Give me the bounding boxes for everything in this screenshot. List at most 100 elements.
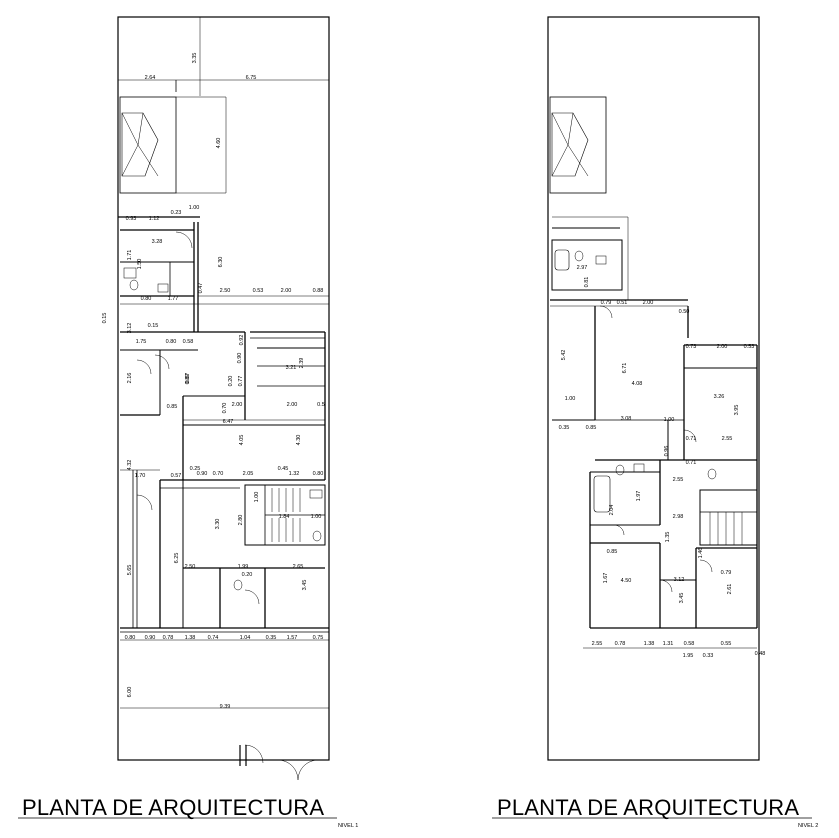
dimension-label: 0.74 <box>208 635 219 641</box>
dimension-label: 6.30 <box>218 257 224 268</box>
dimension-label: 0.35 <box>266 635 277 641</box>
dimension-label: 0.79 <box>721 570 732 576</box>
level-2-plan <box>547 16 760 761</box>
dimension-label: 0.80 <box>125 635 136 641</box>
dimension-label: 1.99 <box>238 564 249 570</box>
dimension-label: 4.32 <box>127 460 133 471</box>
dimension-label: 1.71 <box>127 250 133 261</box>
dimension-label: 2.64 <box>145 75 156 81</box>
level-1-plan <box>117 16 330 781</box>
dimension-label: 2.00 <box>643 300 654 306</box>
dimension-label: 2.50 <box>185 564 196 570</box>
dimension-label: 0.90 <box>197 471 208 477</box>
dimension-label: 2.98 <box>673 514 684 520</box>
dimension-label: 0.80 <box>313 471 324 477</box>
level-2-title: PLANTA DE ARQUITECTURA <box>497 795 799 820</box>
dimension-label: 0.80 <box>141 296 152 302</box>
dimension-label: 2.05 <box>243 471 254 477</box>
dimension-label: 4.05 <box>239 435 245 446</box>
dimension-label: 6.25 <box>174 553 180 564</box>
dimension-label: 2.80 <box>238 515 244 526</box>
dimension-label: 6.75 <box>246 75 257 81</box>
dimension-label: 1.31 <box>663 641 674 647</box>
dimension-label: 1.75 <box>136 339 147 345</box>
dimension-label: 0.20 <box>242 572 253 578</box>
dimension-label: 2.00 <box>287 402 298 408</box>
dimension-label: 0.15 <box>102 313 108 324</box>
dimension-label: 0.50 <box>679 309 690 315</box>
dimension-label: 0.58 <box>183 339 194 345</box>
dimension-label: 2.16 <box>127 373 133 384</box>
level-1-dimension-labels: 3.35 2.64 6.75 4.60 1.00 0.93 1.12 0.23 3.28 1.71… <box>102 53 325 710</box>
dimension-label: 0.58 <box>684 641 695 647</box>
dimension-label: 0.20 <box>228 376 234 387</box>
dimension-label: 2.04 <box>609 505 615 516</box>
dimension-label: 0.87 <box>185 373 191 384</box>
dimension-label: 2.39 <box>299 358 305 369</box>
dimension-label: 4.50 <box>621 578 632 584</box>
dimension-label: 2.65 <box>293 564 304 570</box>
dimension-label: 0.45 <box>278 466 289 472</box>
dimension-label: 1.38 <box>185 635 196 641</box>
dimension-label: 0.47 <box>198 283 204 294</box>
dimension-label: 1.46 <box>698 548 704 559</box>
dimension-label: 0.93 <box>126 216 137 222</box>
dimension-label: 3.28 <box>152 239 163 245</box>
dimension-label: 0.73 <box>686 344 697 350</box>
dimension-label: 1.12 <box>149 216 160 222</box>
dimension-label: 3.26 <box>714 394 725 400</box>
dimension-label: 5.42 <box>561 350 567 361</box>
dimension-label: 0.87 <box>185 374 191 385</box>
dimension-label: 0.75 <box>313 635 324 641</box>
dimension-label: 1.00 <box>311 514 322 520</box>
dimension-label: 0.85 <box>607 549 618 555</box>
dimension-label: 3.21 <box>286 365 297 371</box>
dimension-label: 0.85 <box>586 425 597 431</box>
dimension-label: 0.79 <box>601 300 612 306</box>
dimension-label: 6.47 <box>223 419 234 425</box>
dimension-label: 0.70 <box>222 403 228 414</box>
dimension-label: 0.5 <box>317 402 325 408</box>
dimension-label: 2.97 <box>577 265 588 271</box>
dimension-label: 3.12 <box>674 577 685 583</box>
dimension-label: 0.78 <box>615 641 626 647</box>
dimension-label: 0.90 <box>145 635 156 641</box>
dimension-label: 0.71 <box>686 436 697 442</box>
dimension-label: 0.15 <box>148 323 159 329</box>
dimension-label: 6.00 <box>127 687 133 698</box>
dimension-label: 0.88 <box>313 288 324 294</box>
dimension-label: 0.70 <box>213 471 224 477</box>
dimension-label: 2.00 <box>232 402 243 408</box>
dimension-label: 1.70 <box>135 473 146 479</box>
dimension-label: 2.00 <box>281 288 292 294</box>
dimension-label: 1.84 <box>279 514 290 520</box>
dimension-label: 0.55 <box>721 641 732 647</box>
dimension-label: 0.80 <box>166 339 177 345</box>
dimension-label: 3.08 <box>621 416 632 422</box>
dimension-label: 1.04 <box>240 635 251 641</box>
dimension-label: 1.00 <box>664 417 675 423</box>
dimension-label: 1.38 <box>644 641 655 647</box>
dimension-label: 5.65 <box>127 565 133 576</box>
dimension-label: 1.00 <box>189 205 200 211</box>
dimension-label: 9.39 <box>220 704 231 710</box>
dimension-label: 1.00 <box>254 492 260 503</box>
dimension-label: 0.23 <box>171 210 182 216</box>
dimension-label: 0.53 <box>744 344 755 350</box>
dimension-label: 0.92 <box>239 335 245 346</box>
dimension-label: 0.78 <box>163 635 174 641</box>
dimension-label: 3.35 <box>192 53 198 64</box>
dimension-label: 1.57 <box>287 635 298 641</box>
dimension-label: 1.67 <box>603 573 609 584</box>
dimension-label: 2.55 <box>722 436 733 442</box>
dimension-label: 0.85 <box>167 404 178 410</box>
dimension-label: 2.50 <box>220 288 231 294</box>
level-1-label: NIVEL 1 <box>338 823 358 829</box>
dimension-label: 4.60 <box>216 138 222 149</box>
dimension-label: 1.95 <box>683 653 694 659</box>
dimension-label: 3.95 <box>734 405 740 416</box>
dimension-label: 0.81 <box>584 277 590 288</box>
level-1-title: PLANTA DE ARQUITECTURA <box>22 795 324 820</box>
